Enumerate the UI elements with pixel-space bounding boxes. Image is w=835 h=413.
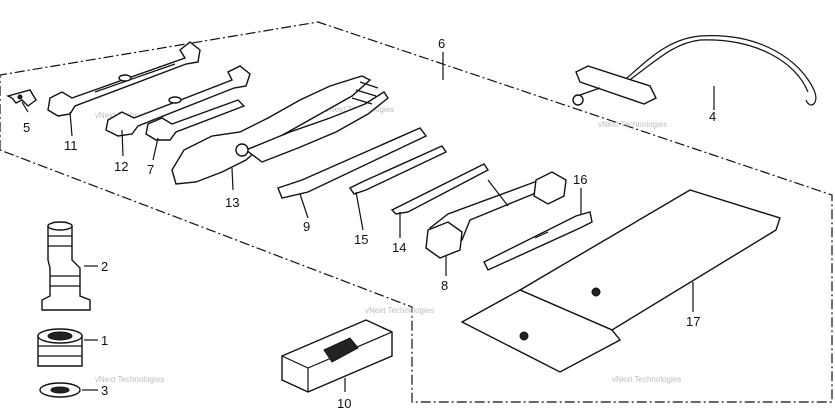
part-13-pliers[interactable] — [171, 75, 389, 185]
callout-12: 12 — [114, 159, 128, 174]
watermark-3: vNext Technologies — [598, 120, 667, 129]
part-10-box[interactable] — [281, 319, 393, 393]
part-16-bar[interactable] — [483, 211, 593, 271]
callout-2: 2 — [101, 259, 108, 274]
part-12-wrench[interactable] — [105, 65, 251, 137]
leader-lines — [21, 52, 715, 392]
callout-5: 5 — [23, 120, 30, 135]
callout-13: 13 — [225, 195, 239, 210]
watermark-5: vNext Technologies — [95, 375, 164, 384]
callout-4: 4 — [709, 109, 716, 124]
part-17-tool-bag[interactable] — [460, 189, 781, 373]
part-11-wrench[interactable] — [47, 41, 201, 117]
part-2-valve[interactable] — [41, 221, 91, 311]
part-5-clip[interactable] — [6, 89, 37, 107]
callout-6: 6 — [438, 36, 445, 51]
callout-16: 16 — [573, 172, 587, 187]
callout-15: 15 — [354, 232, 368, 247]
callout-11: 11 — [64, 138, 78, 153]
part-7-lever[interactable] — [145, 99, 246, 141]
callout-1: 1 — [101, 333, 108, 348]
callout-14: 14 — [392, 240, 406, 255]
callout-7: 7 — [147, 162, 154, 177]
part-14-screwdriver-phillips[interactable] — [390, 163, 490, 215]
part-4-cable[interactable] — [572, 35, 817, 106]
part-8-socket-wrench[interactable] — [425, 171, 567, 259]
part-1-nut[interactable] — [37, 328, 83, 367]
part-15-screwdriver[interactable] — [348, 145, 448, 195]
watermark-4: vNext Technologies — [365, 306, 434, 315]
part-9-screwdriver-flat[interactable] — [277, 127, 428, 199]
kit-group-outline — [0, 21, 833, 403]
callout-3: 3 — [101, 383, 108, 398]
watermark-6: vNext Technologies — [612, 375, 681, 384]
callout-9: 9 — [303, 219, 310, 234]
callout-labels: 5 11 12 7 13 9 15 14 8 16 17 4 6 2 1 3 1… — [23, 36, 716, 411]
part-3-washer[interactable] — [39, 382, 81, 398]
callout-17: 17 — [686, 314, 700, 329]
callout-10: 10 — [337, 396, 351, 411]
callout-8: 8 — [441, 278, 448, 293]
